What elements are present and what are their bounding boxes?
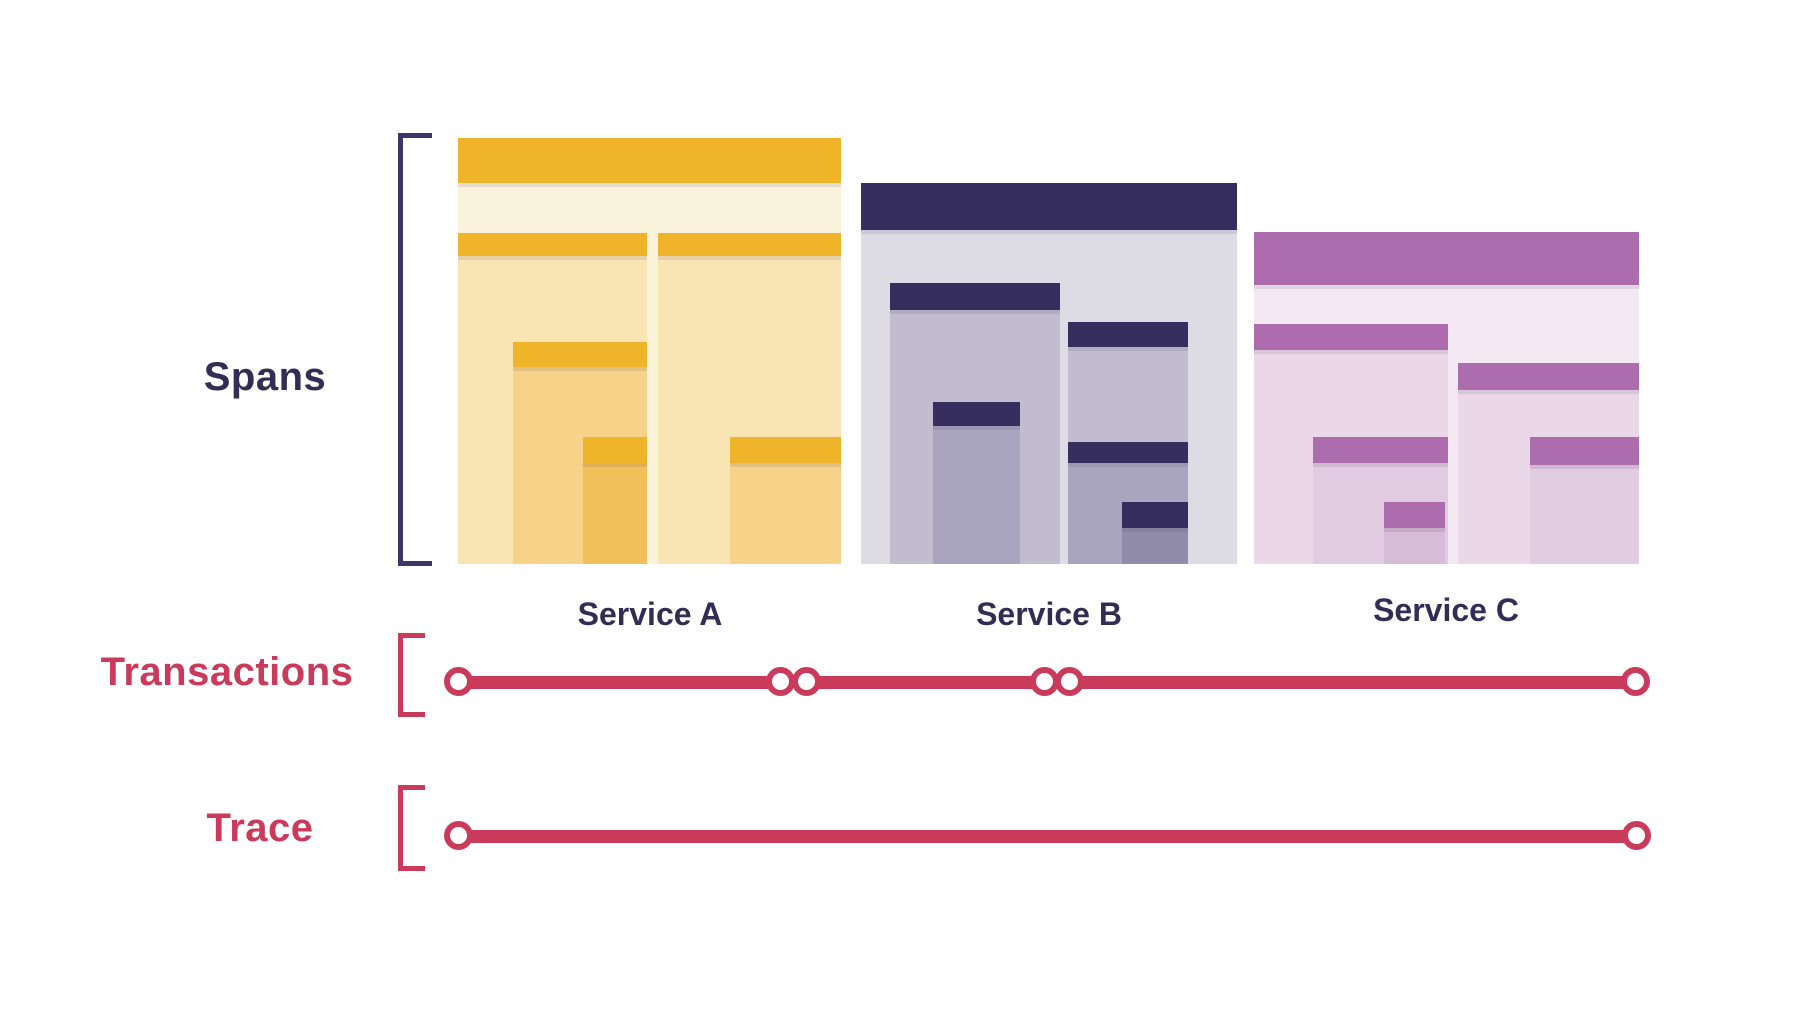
spans-label: Spans (203, 355, 327, 399)
service-c-grandchild1-bar (1313, 437, 1448, 463)
trace-label: Trace (206, 806, 314, 850)
service-b-label: Service B (976, 596, 1122, 632)
transaction-line-service-c (1069, 676, 1636, 689)
trace-line (458, 830, 1637, 843)
service-a-label: Service A (577, 596, 723, 632)
service-b-greatgrandchild-bar (1122, 502, 1188, 528)
transaction-a-start-node (444, 667, 473, 696)
spans-bracket (398, 133, 432, 566)
service-c-root-span-bar (1254, 232, 1639, 285)
service-c-grandchild2-body (1530, 465, 1639, 564)
transaction-c-end-node (1621, 667, 1650, 696)
service-a-greatgrandchild-body (583, 463, 647, 564)
transaction-line-service-b (806, 676, 1044, 689)
service-b-grandchild2-bar (1068, 442, 1188, 463)
service-b-grandchild1-bar (933, 402, 1020, 426)
service-b-greatgrandchild-body (1122, 528, 1188, 564)
trace-bracket (398, 785, 425, 871)
service-a-child1-bar (458, 233, 647, 256)
service-a-root-span-bar (458, 138, 841, 183)
service-c-label: Service C (1373, 592, 1519, 628)
service-c-child1-bar (1254, 324, 1448, 350)
transactions-bracket (398, 633, 425, 717)
service-a-grandchild2-bar (730, 437, 841, 463)
transaction-line-service-a (458, 676, 780, 689)
trace-end-node (1622, 821, 1651, 850)
transactions-label: Transactions (100, 650, 354, 694)
service-b-grandchild1-body (933, 426, 1020, 564)
service-c-grandchild2-bar (1530, 437, 1639, 465)
service-b-root-span-bar (861, 183, 1237, 230)
transaction-b-start-node (792, 667, 821, 696)
trace-start-node (444, 821, 473, 850)
service-a-greatgrandchild-bar (583, 437, 647, 463)
service-c-greatgrandchild-bar (1384, 502, 1445, 528)
service-a-grandchild1-bar (513, 342, 647, 367)
service-b-child1-bar (890, 283, 1060, 310)
service-b-child2-bar (1068, 322, 1188, 347)
transaction-a-end-node (766, 667, 795, 696)
service-a-grandchild2-body (730, 463, 841, 564)
service-c-child2-bar (1458, 363, 1639, 390)
service-c-greatgrandchild-body (1384, 528, 1445, 564)
service-a-child2-bar (658, 233, 841, 256)
transaction-c-start-node (1055, 667, 1084, 696)
